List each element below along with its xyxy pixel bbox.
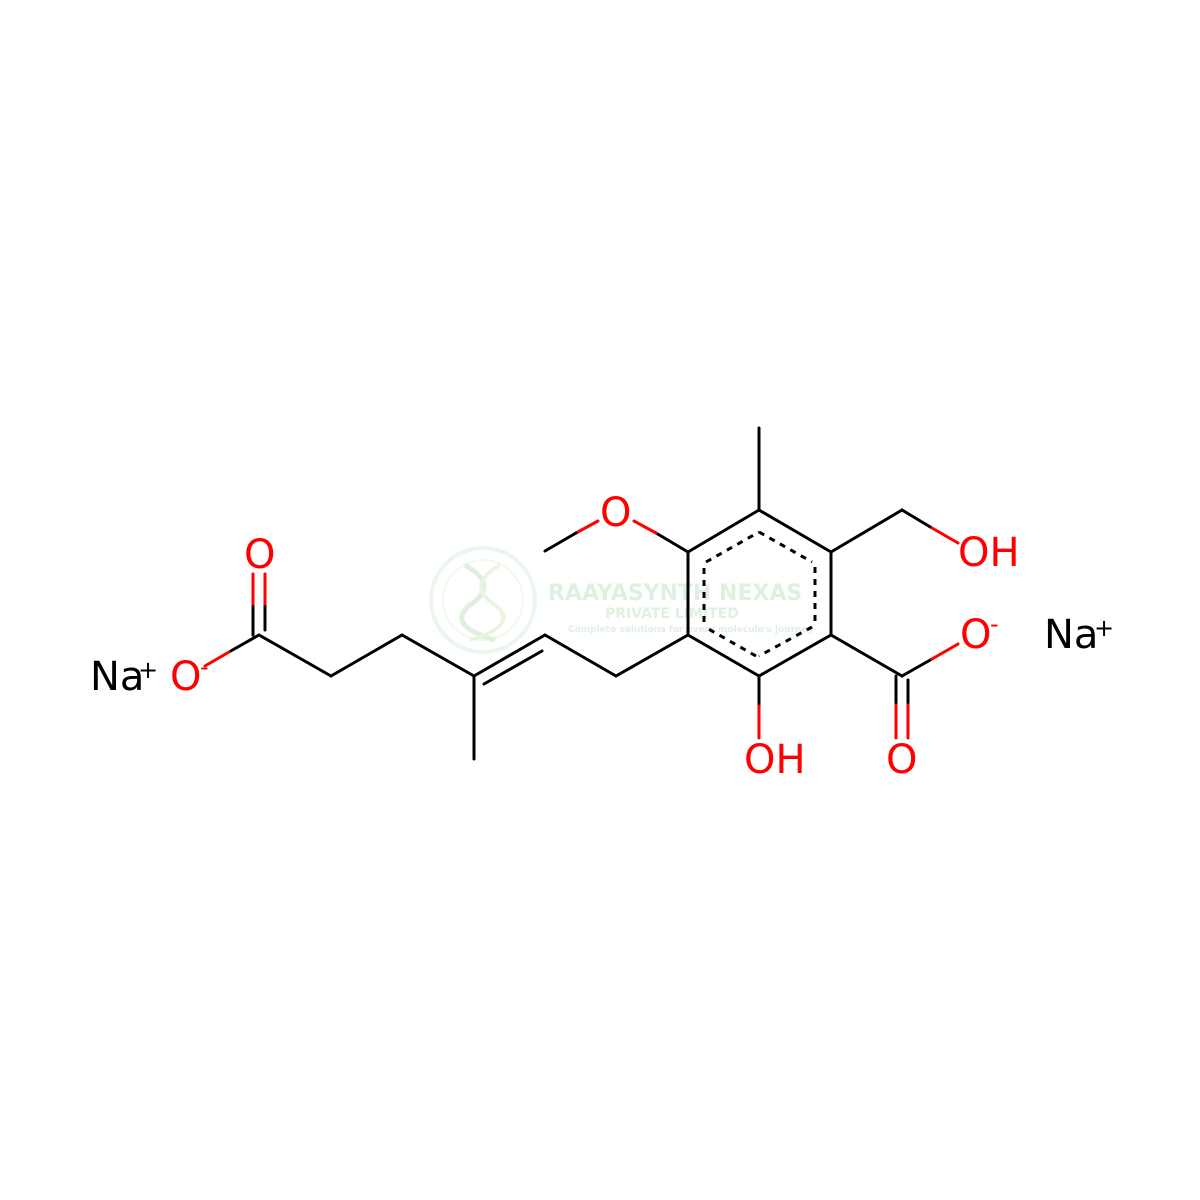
charge-na-right: + (1094, 614, 1114, 642)
charge-o-left: - (200, 653, 209, 681)
atom-o-carboxylate-left: O (170, 654, 201, 700)
bond-aromatic-inner-1 (758, 530, 813, 564)
watermark-logo-inner-icon (442, 559, 524, 641)
bond-aromatic-inner-4 (704, 625, 757, 658)
hydroxymethyl-group: OH (829, 508, 1020, 576)
sodium-left: Na + (90, 654, 158, 700)
phenol-group: OH (744, 674, 806, 783)
bond-ch-c-double-b (482, 649, 544, 686)
bond-o-methyl (543, 531, 578, 553)
bond-ring-c1-c2 (757, 508, 833, 554)
dna-helix-strand-icon (469, 563, 506, 642)
atom-o-carboxylate-right: O (960, 612, 991, 658)
atom-na-right: Na (1044, 612, 1098, 658)
bond-ch2-oh (900, 508, 934, 530)
bond-ch-c-double-a (472, 633, 547, 678)
watermark-logo-icon (429, 546, 537, 654)
dna-helix-icon (459, 562, 496, 643)
watermark-sub-text: PRIVATE LIMITED (605, 606, 739, 622)
charge-o-right: - (990, 610, 999, 638)
bond-aromatic-inner-3 (758, 625, 813, 658)
bond-aromatic-inner-6 (705, 530, 760, 564)
bond-ring-ch2-chain (614, 633, 690, 678)
bond-ring-o-methoxy (654, 531, 690, 554)
atom-o-carbonyl-left: O (244, 532, 275, 578)
watermark-tagline: Complete solutions for every molecule's … (568, 625, 814, 635)
side-chain (257, 633, 690, 761)
atom-o-carbonyl-right: O (886, 737, 917, 783)
aromatic-ring (686, 508, 833, 678)
atom-oh-hydroxymethyl: OH (958, 530, 1020, 576)
carboxylate-right: O - O (829, 610, 999, 783)
bond-c-o-minus-left-red (203, 650, 231, 668)
atom-na-left: Na (90, 654, 144, 700)
bond-c-o-minus-right-red (930, 642, 960, 661)
bond-ring-c3-c4 (757, 633, 833, 678)
bond-ch2-ch2-chain (329, 633, 404, 678)
charge-na-left: + (138, 656, 158, 684)
bond-ch2-ch (543, 633, 618, 678)
bond-c-o-minus-right (900, 657, 934, 678)
carboxylate-left: O O - (170, 532, 275, 700)
atom-o-methoxy: O (600, 490, 631, 536)
bond-ring-o-methoxy-red (632, 519, 658, 535)
methoxy-group: O (543, 490, 690, 554)
bond-ring-c6-c1 (686, 508, 761, 554)
bond-ring-c4-c5 (686, 633, 761, 678)
bond-o-methyl-red (574, 519, 600, 535)
bond-ring-ch2 (829, 508, 904, 554)
atom-oh-phenol: OH (744, 737, 806, 783)
bond-ch2-oh-red (930, 526, 960, 545)
bond-ring-carboxyl-c (829, 633, 904, 678)
bond-ch2-carboxyl-c (257, 633, 333, 678)
sodium-right: Na + (1044, 612, 1114, 658)
bond-c-ch2-chain (400, 633, 476, 678)
watermark: RAAYASYNTH NEXAS PRIVATE LIMITED Complet… (429, 546, 814, 654)
watermark-logo-text: RAAYASYNTH NEXAS (548, 581, 802, 606)
bond-c-o-minus-left (227, 633, 261, 654)
